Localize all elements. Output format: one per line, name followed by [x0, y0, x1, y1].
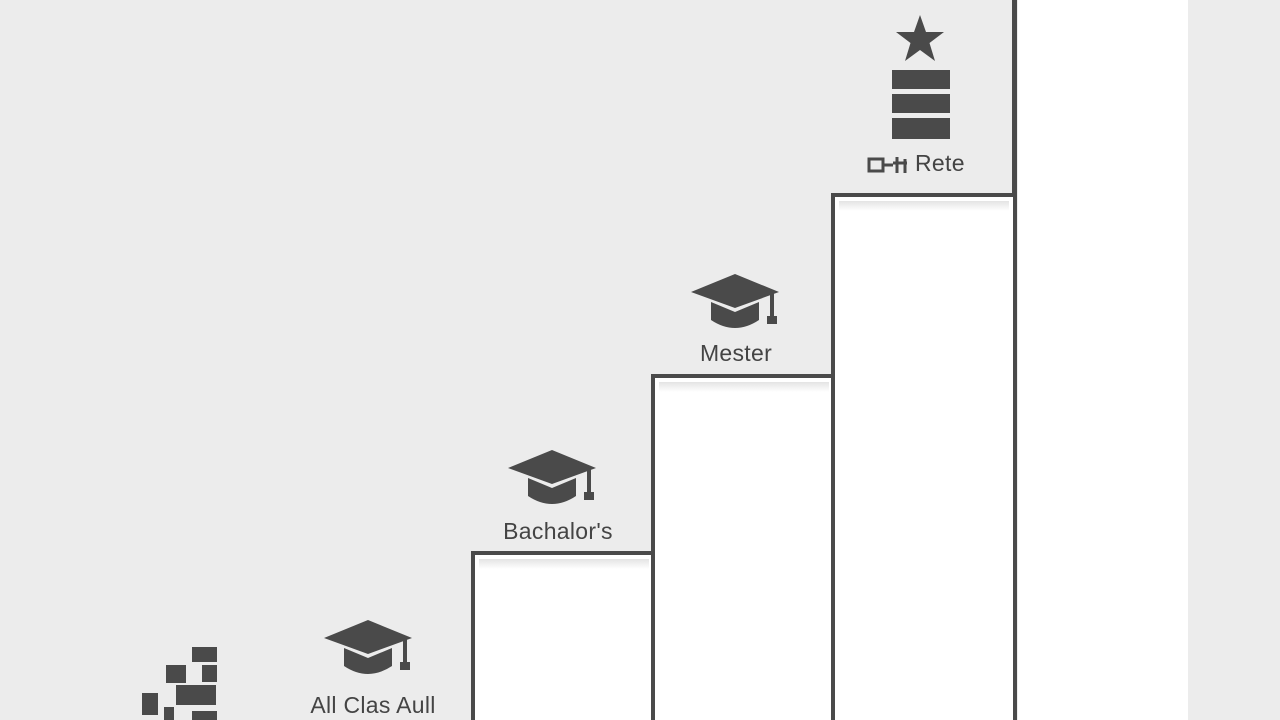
step-label-3: Mester — [699, 340, 773, 366]
star-icon — [896, 15, 944, 61]
right-white-panel — [1018, 0, 1188, 720]
graduation-cap-icon — [508, 450, 596, 504]
small-glyph-icon — [867, 157, 907, 173]
blocks-icon — [142, 647, 217, 720]
graduation-cap-icon — [324, 620, 412, 674]
graduation-cap-icon — [691, 274, 779, 328]
stack-icon — [892, 70, 950, 139]
stair-step-2 — [651, 374, 837, 720]
step-label-1: All Clas Aull — [310, 692, 436, 718]
step-label-2: Bachalor's — [503, 518, 613, 544]
stair-wall — [1012, 0, 1017, 196]
right-margin — [1188, 0, 1280, 720]
stair-step-1 — [471, 551, 657, 720]
step-label-4: Rete — [915, 150, 965, 176]
stair-step-3 — [831, 193, 1017, 720]
